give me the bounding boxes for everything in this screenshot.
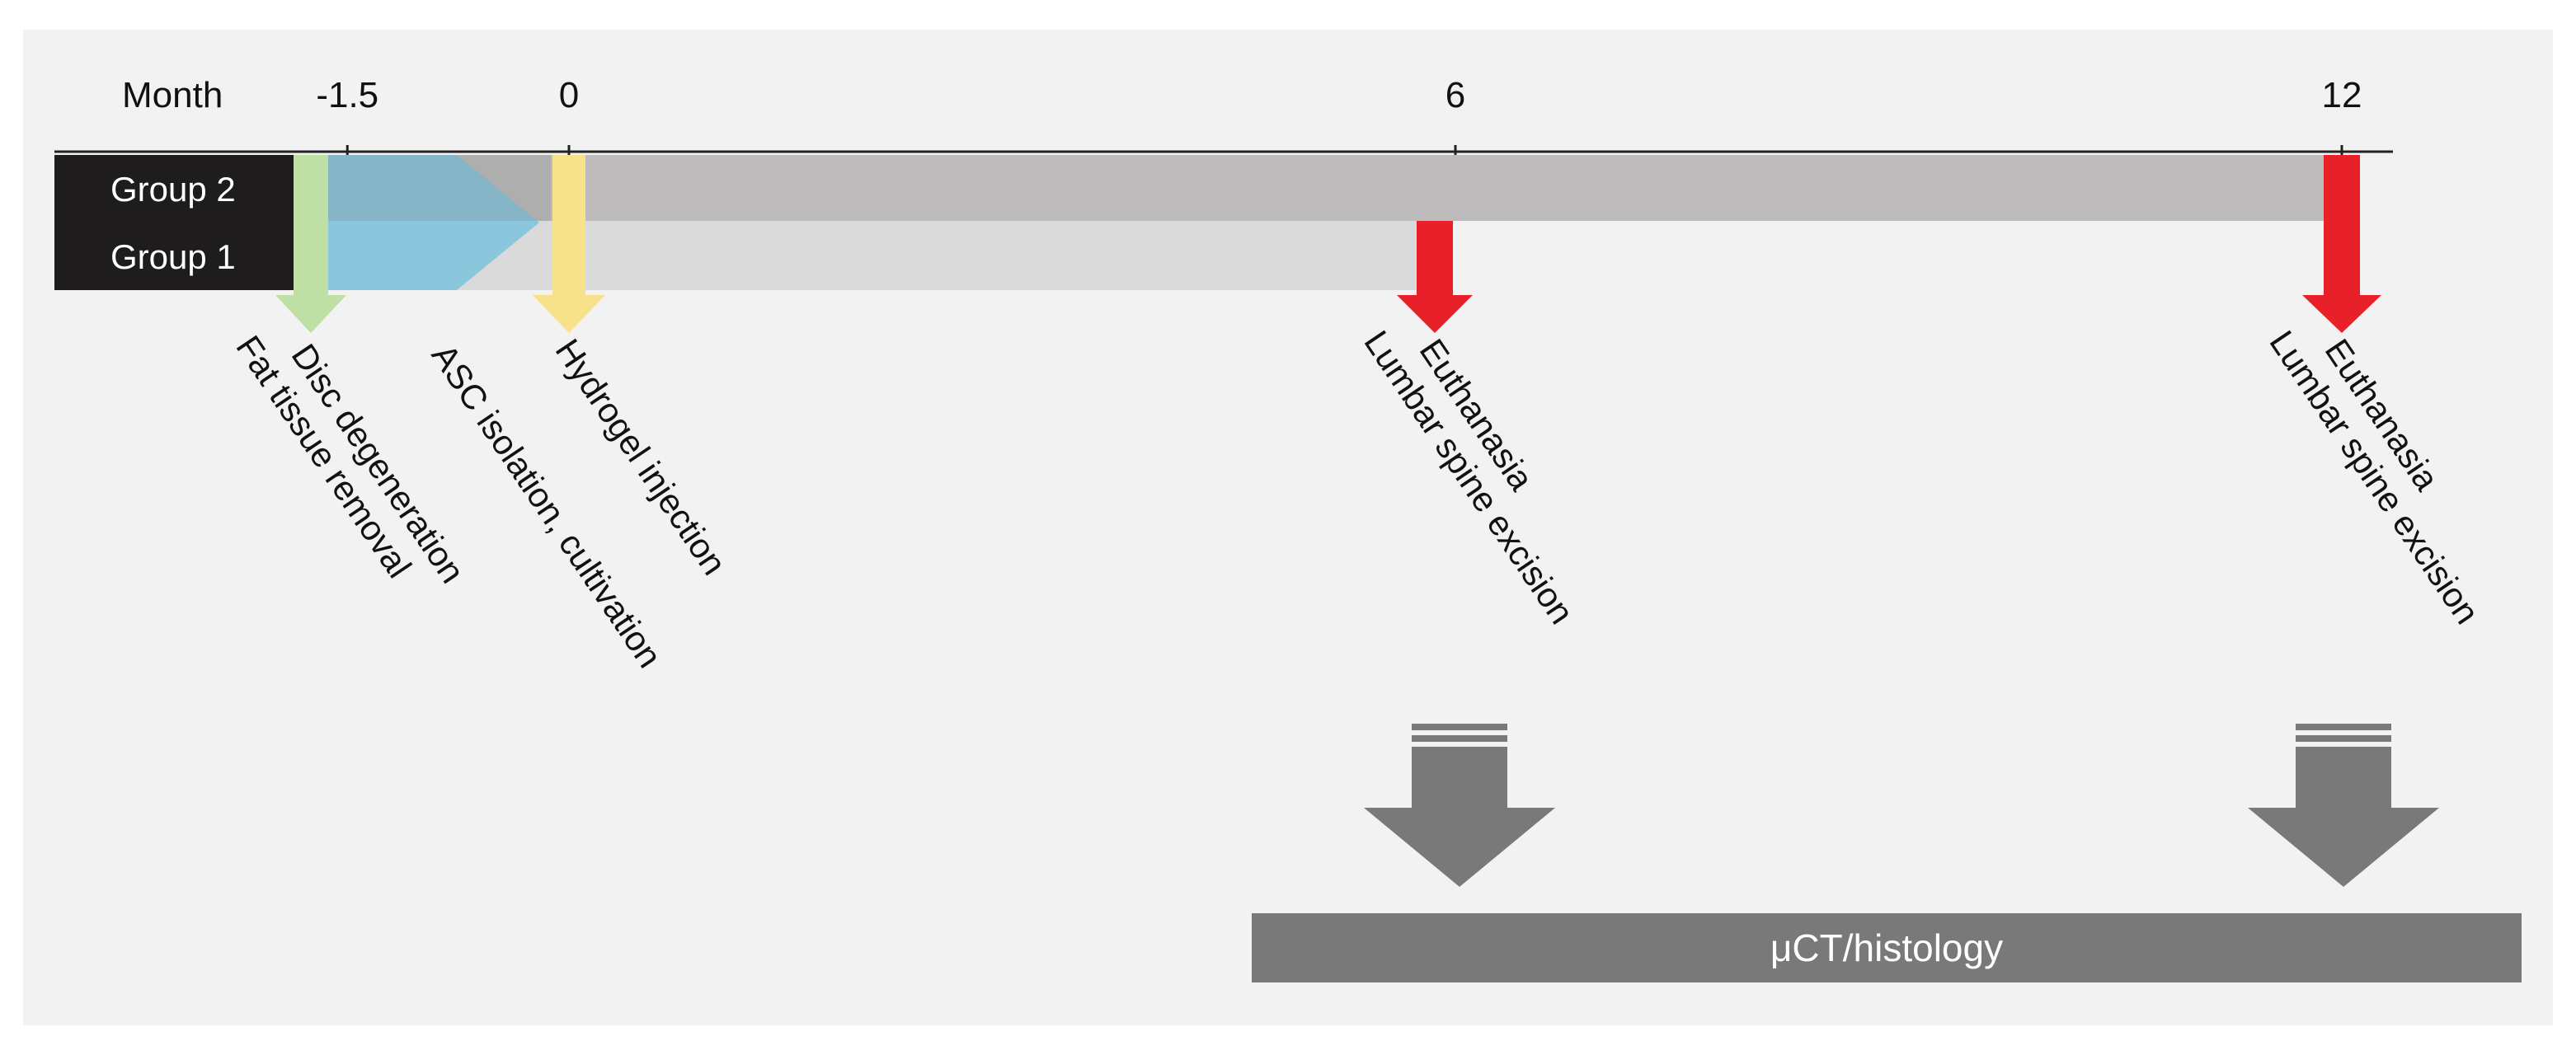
analysis-arrow-6-month — [1364, 724, 1555, 887]
group1-label: Group 1 — [110, 237, 236, 276]
group2-label: Group 2 — [110, 170, 236, 209]
analysis-arrow-12-month — [2248, 724, 2439, 887]
axis-tick-label: 0 — [559, 75, 579, 115]
group-label-block — [54, 155, 294, 290]
outcome-bar — [1252, 913, 2522, 982]
disc-degeneration-arrow — [275, 155, 346, 333]
group2-bar-overlay — [328, 155, 551, 221]
asc-phase-chevron — [328, 155, 539, 290]
outcome-label: μCT/histology — [1770, 926, 2003, 969]
axis-unit-label: Month — [122, 75, 223, 115]
euthanasia-12-month-arrow — [2302, 155, 2381, 333]
hydrogel-injection-arrow — [533, 155, 605, 333]
euthanasia-6-month-arrow — [1397, 221, 1473, 333]
axis-tick-label: 6 — [1445, 75, 1465, 115]
axis-tick-label: -1.5 — [316, 75, 378, 115]
axis-tick-label: 12 — [2322, 75, 2362, 115]
axis-ticks: -1.5 0 6 12 — [316, 75, 2362, 158]
